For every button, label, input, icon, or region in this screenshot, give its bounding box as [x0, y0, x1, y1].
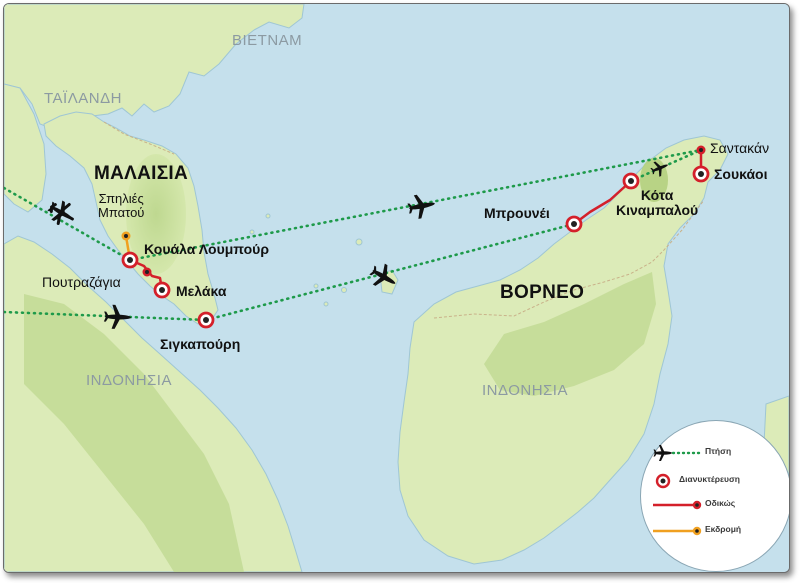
- legend-label-flight: Πτήση: [705, 446, 732, 456]
- overnight-stop-icon: [622, 172, 640, 190]
- legend-label-overnight: Διανυκτέρευση: [679, 474, 740, 484]
- islet: [265, 213, 271, 219]
- road-route-icon: [653, 500, 702, 510]
- region-label-malaysia: ΜΑΛΑΙΣΙΑ: [94, 163, 189, 184]
- place-label-batu-caves: Σπηλιές Μπατού: [98, 191, 145, 220]
- overnight-stop-icon: [121, 251, 139, 269]
- islet: [249, 229, 255, 235]
- highland-malay: [126, 154, 186, 274]
- country-label-indonesia-west: ΙΝΔΟΝΗΣΙΑ: [86, 372, 172, 389]
- place-label-sandakan: Σαντακάν: [710, 140, 770, 156]
- excursion-route-icon: [653, 526, 702, 536]
- legend-row-overnight: Διανυκτέρευση: [641, 471, 789, 491]
- airplane-icon: [650, 161, 668, 177]
- legend-row-flight: Πτήση: [641, 443, 789, 463]
- flight-route-south-in: [4, 310, 208, 322]
- map-legend: Πτήση Διανυκτέρευση Οδικώς Εκδρομή: [640, 420, 789, 572]
- overnight-stop-icon: [692, 165, 710, 183]
- land-indochina: [4, 4, 305, 131]
- islet: [323, 301, 329, 307]
- place-label-putrajaya: Πουτραζάγια: [42, 274, 121, 290]
- flight-route-north-in: [4, 186, 132, 262]
- airplane-icon: [103, 304, 131, 329]
- road-stop-marker: [142, 267, 152, 277]
- country-label-indonesia-east: ΙΝΔΟΝΗΣΙΑ: [482, 382, 568, 399]
- region-label-borneo: ΒΟΡΝΕΟ: [500, 282, 585, 303]
- highland-sumatra: [24, 294, 244, 572]
- map-frame: ΒΙΕΤΝΑΜ ΤΑΪΛΑΝΔΗ ΙΝΔΟΝΗΣΙΑ ΙΝΔΟΝΗΣΙΑ ΜΑΛ…: [3, 3, 790, 573]
- flight-route-kl-sandakan: [128, 148, 703, 262]
- airplane-icon: [369, 263, 396, 286]
- airplane-icon: [47, 200, 74, 226]
- overnight-stop-icon: [197, 311, 215, 329]
- place-label-malacca: Μελάκα: [176, 283, 227, 299]
- islet: [355, 238, 363, 246]
- overnight-stop-icon: [655, 473, 671, 489]
- airplane-icon: [407, 194, 435, 219]
- airplane-icon: [653, 445, 703, 461]
- legend-row-road: Οδικώς: [641, 495, 789, 515]
- place-label-kota-kinabalu: Κότα Κιναμπαλού: [616, 187, 699, 218]
- country-label-vietnam: ΒΙΕΤΝΑΜ: [232, 32, 303, 49]
- islet: [313, 283, 319, 289]
- legend-label-excursion: Εκδρομή: [705, 524, 742, 534]
- map-canvas: [4, 4, 789, 572]
- road-route-brunei-kk: [573, 180, 632, 225]
- legend-label-road: Οδικώς: [705, 498, 736, 508]
- place-label-sukau: Σουκάοι: [714, 166, 768, 182]
- legend-row-excursion: Εκδρομή: [641, 521, 789, 541]
- islet: [341, 287, 347, 293]
- place-label-singapore: Σιγκαπούρη: [160, 336, 241, 352]
- place-label-kuala-lumpur: Κουάλα Λουμπούρ: [144, 241, 269, 257]
- border-borneo: [433, 199, 705, 319]
- highland-borneo: [484, 272, 656, 396]
- place-label-brunei: Μπρουνέι: [484, 205, 550, 221]
- excursion-stop-marker: [121, 231, 131, 241]
- country-label-thailand: ΤΑΪΛΑΝΔΗ: [44, 90, 122, 107]
- flight-route-singapore-brunei: [204, 222, 576, 322]
- road-stop-marker: [696, 145, 706, 155]
- land-thailand-west: [4, 83, 47, 213]
- overnight-stop-icon: [565, 215, 583, 233]
- overnight-stop-icon: [153, 281, 171, 299]
- border-thai-malay: [103, 121, 175, 155]
